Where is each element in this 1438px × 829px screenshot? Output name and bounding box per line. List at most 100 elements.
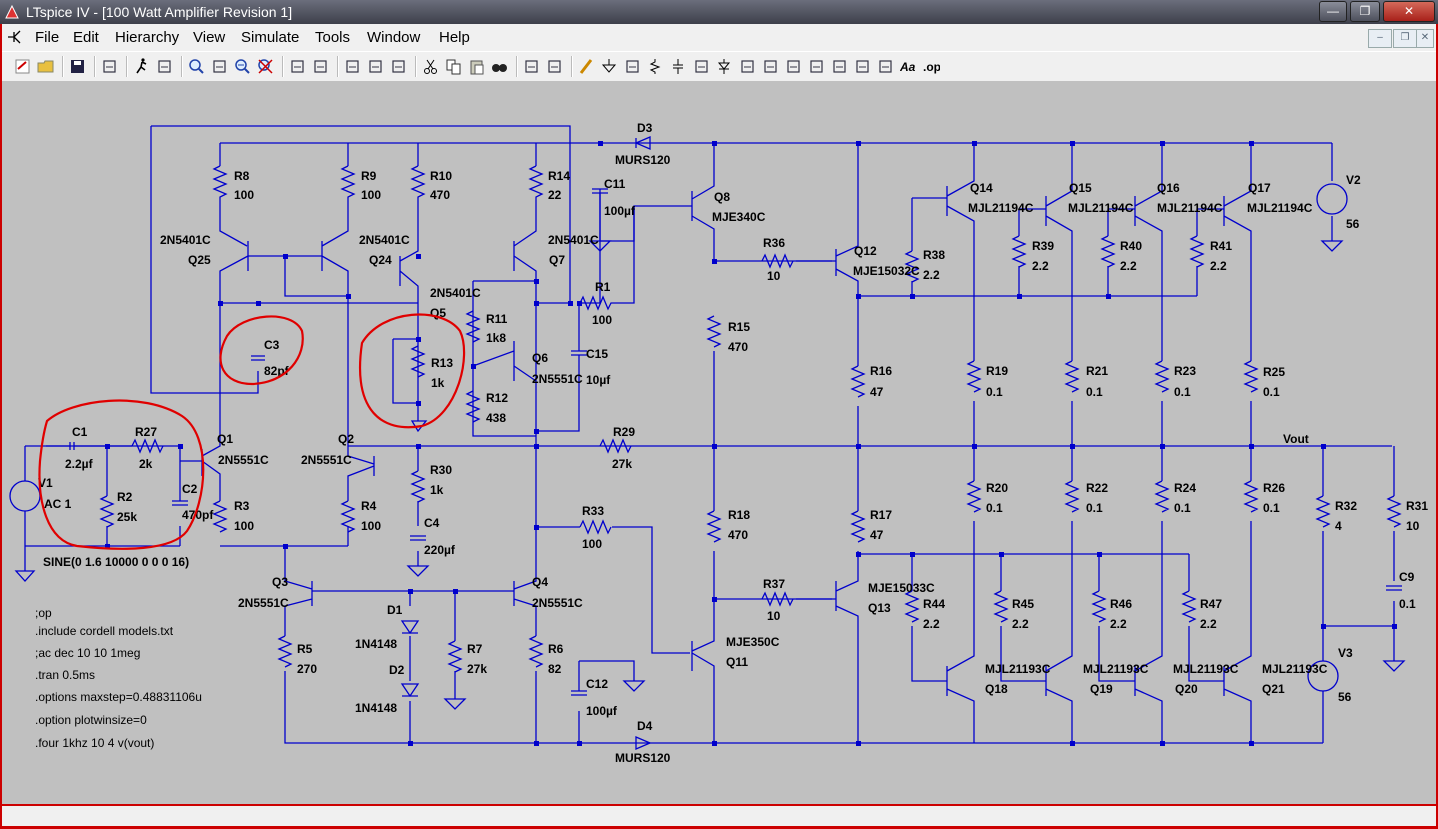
component-label[interactable]: R12 <box>486 391 508 405</box>
component-label[interactable]: 100 <box>361 188 381 202</box>
component-label[interactable]: 0.1 <box>1086 501 1103 515</box>
component-label[interactable]: 0.1 <box>1263 501 1280 515</box>
close-button[interactable]: ✕ <box>1383 1 1435 22</box>
spice-directive[interactable]: .include cordell models.txt <box>35 624 174 638</box>
component-label[interactable]: R8 <box>234 169 250 183</box>
component-label[interactable]: MJL21193C <box>985 662 1051 676</box>
component-label[interactable]: R26 <box>1263 481 1285 495</box>
component-label[interactable]: R18 <box>728 508 750 522</box>
mdi-restore-button[interactable]: ❐ <box>1393 29 1417 48</box>
component-label[interactable]: MJE15032C <box>853 264 920 278</box>
print-setup-icon[interactable] <box>523 58 540 75</box>
component-label[interactable]: Q11 <box>726 655 748 669</box>
component-label[interactable]: 100µf <box>586 704 618 718</box>
run-icon[interactable] <box>133 58 150 75</box>
component-label[interactable]: 2N5401C <box>359 233 410 247</box>
autorange-icon[interactable] <box>289 58 306 75</box>
component-label[interactable]: 2N5401C <box>548 233 599 247</box>
component-label[interactable]: 100 <box>592 313 612 327</box>
component-label[interactable]: R40 <box>1120 239 1142 253</box>
menu-hierarchy[interactable]: Hierarchy <box>115 29 180 46</box>
spice-directive[interactable]: .tran 0.5ms <box>35 668 95 682</box>
component-label[interactable]: 27k <box>467 662 487 676</box>
component-label[interactable]: R29 <box>613 425 635 439</box>
component-label[interactable]: 2.2µf <box>65 457 94 471</box>
component-label[interactable]: 47 <box>870 385 884 399</box>
menu-simulate[interactable]: Simulate <box>241 29 300 46</box>
capacitor-icon[interactable] <box>670 58 687 75</box>
component-label[interactable]: Q4 <box>532 575 548 589</box>
component-label[interactable]: R16 <box>870 364 892 378</box>
zoom-area-icon[interactable] <box>188 58 205 75</box>
component-label[interactable]: 0.1 <box>986 501 1003 515</box>
spice-directive[interactable]: .option plotwinsize=0 <box>35 713 147 727</box>
component-label[interactable]: 2N5551C <box>532 596 583 610</box>
inductor-icon[interactable] <box>693 58 710 75</box>
resistor-icon[interactable] <box>647 58 664 75</box>
component-label[interactable]: 27k <box>612 457 632 471</box>
component-label[interactable]: 2.2 <box>923 268 940 282</box>
menu-tools[interactable]: Tools <box>315 29 351 46</box>
component-label[interactable]: C15 <box>586 347 608 361</box>
waveform-icon[interactable] <box>312 58 329 75</box>
component-label[interactable]: R37 <box>763 577 785 591</box>
component-label[interactable]: Q6 <box>532 351 548 365</box>
component-label[interactable]: R21 <box>1086 364 1108 378</box>
spice-directive[interactable]: ;ac dec 10 10 1meg <box>35 646 140 660</box>
component-label[interactable]: 100 <box>361 519 381 533</box>
component-label[interactable]: R38 <box>923 248 945 262</box>
component-label[interactable]: Q7 <box>549 253 565 267</box>
mdi-close-button[interactable]: ✕ <box>1416 29 1434 48</box>
component-label[interactable]: R30 <box>430 463 452 477</box>
component-label[interactable]: R23 <box>1174 364 1196 378</box>
zoom-fit-icon[interactable] <box>257 58 274 75</box>
component-label[interactable]: 100 <box>582 537 602 551</box>
component-label[interactable]: 82 <box>548 662 562 676</box>
component-label[interactable]: 22 <box>548 188 562 202</box>
component-label[interactable]: R15 <box>728 320 750 334</box>
component-label[interactable]: 2.2 <box>1032 259 1049 273</box>
minimize-button[interactable]: — <box>1319 1 1347 22</box>
component-label[interactable]: 56 <box>1346 217 1360 231</box>
component-label[interactable]: R4 <box>361 499 377 513</box>
component-label[interactable]: 2N5551C <box>532 372 583 386</box>
component-label[interactable]: Q17 <box>1248 181 1271 195</box>
redo-icon[interactable] <box>831 58 848 75</box>
component-label[interactable]: Q18 <box>985 682 1008 696</box>
document-icon[interactable] <box>6 28 24 46</box>
component-label[interactable]: 2N5551C <box>301 453 352 467</box>
component-label[interactable]: R45 <box>1012 597 1034 611</box>
component-label[interactable]: 0.1 <box>1174 501 1191 515</box>
title-bar[interactable]: LTspice IV - [100 Watt Amplifier Revisio… <box>0 0 1438 24</box>
component-label[interactable]: Q8 <box>714 190 730 204</box>
component-label[interactable]: MJL21193C <box>1262 662 1328 676</box>
component-label[interactable]: 0.1 <box>1399 597 1416 611</box>
component-label[interactable]: R27 <box>135 425 157 439</box>
component-label[interactable]: 220µf <box>424 543 456 557</box>
component-label[interactable]: 0.1 <box>1086 385 1103 399</box>
component-label[interactable]: 470 <box>728 528 748 542</box>
component-label[interactable]: Vout <box>1283 432 1309 446</box>
component-label[interactable]: 2.2 <box>1110 617 1127 631</box>
tile-horizontal-icon[interactable] <box>344 58 361 75</box>
component-label[interactable]: MJL21194C <box>1247 201 1313 215</box>
component-label[interactable]: 2N5551C <box>218 453 269 467</box>
component-label[interactable]: C1 <box>72 425 88 439</box>
menu-file[interactable]: File <box>35 29 60 46</box>
component-label[interactable]: Q3 <box>272 575 288 589</box>
menu-help[interactable]: Help <box>439 29 470 46</box>
component-label[interactable]: 470 <box>430 188 450 202</box>
component-label[interactable]: Q24 <box>369 253 392 267</box>
component-label[interactable]: R19 <box>986 364 1008 378</box>
label-net-icon[interactable] <box>624 58 641 75</box>
halt-icon[interactable] <box>156 58 173 75</box>
component-label[interactable]: 2.2 <box>1210 259 1227 273</box>
spice-directive[interactable]: ;op <box>35 606 52 620</box>
menu-window[interactable]: Window <box>367 29 421 46</box>
component-label[interactable]: 2N5551C <box>238 596 289 610</box>
component-label[interactable]: 2.2 <box>1012 617 1029 631</box>
component-label[interactable]: R47 <box>1200 597 1222 611</box>
find-icon[interactable] <box>491 58 508 75</box>
component-label[interactable]: Q25 <box>188 253 211 267</box>
